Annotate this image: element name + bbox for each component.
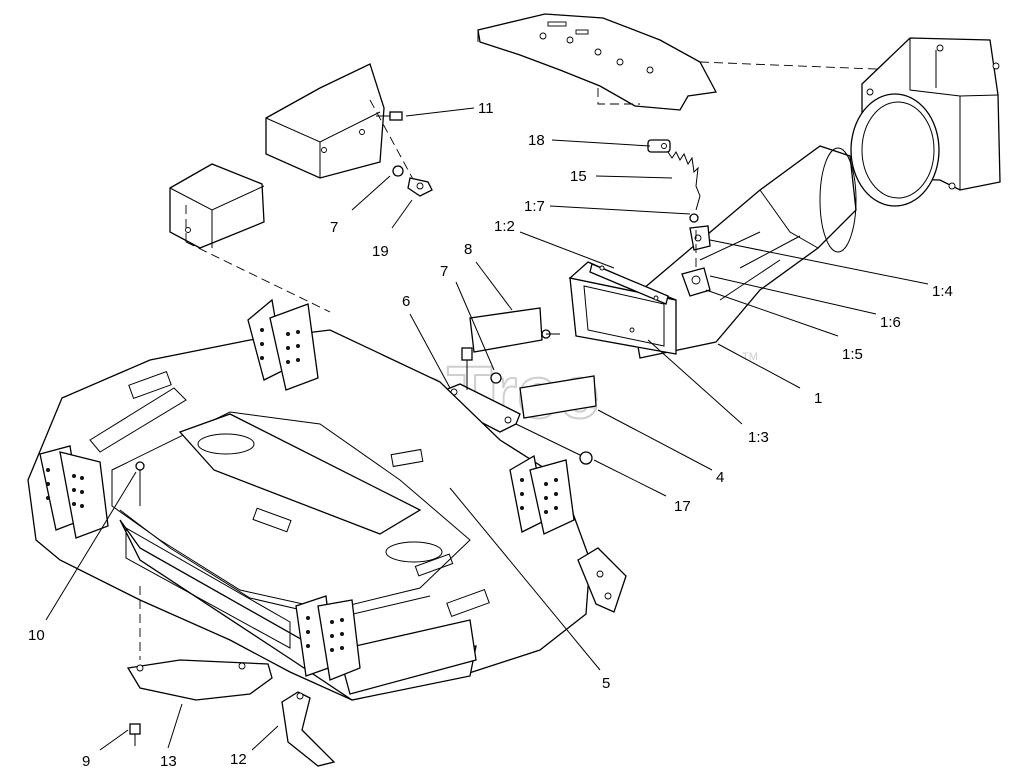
belt-cover (265, 63, 385, 179)
callout-7-mid: 7 (440, 263, 448, 280)
callout-6: 6 (402, 293, 410, 310)
flap-12 (281, 691, 336, 767)
right-front-mount (295, 595, 361, 681)
callout-1-7: 1:7 (524, 198, 545, 215)
bolt-9 (129, 723, 141, 746)
left-rear-mount (247, 298, 319, 391)
latch-bracket (681, 225, 711, 297)
callout-1-3: 1:3 (748, 429, 769, 446)
watermark-tm: TM (742, 351, 758, 363)
callout-17: 17 (674, 498, 691, 515)
bracket-4 (519, 375, 597, 419)
callout-1-5: 1:5 (842, 346, 863, 363)
knob-19 (407, 177, 433, 197)
callout-1-6: 1:6 (880, 314, 901, 331)
callout-15: 15 (570, 168, 587, 185)
callout-1-4: 1:4 (932, 283, 953, 300)
callout-13: 13 (160, 753, 177, 770)
callout-18: 18 (528, 132, 545, 149)
callout-1-2: 1:2 (494, 218, 515, 235)
blower-tube (568, 145, 857, 359)
callout-8: 8 (464, 241, 472, 258)
bracket-8 (469, 307, 560, 353)
nut-7-top (392, 165, 404, 177)
left-front-mount (39, 445, 109, 539)
callout-11: 11 (478, 100, 494, 117)
top-plate (477, 13, 718, 111)
callout-12: 12 (230, 751, 247, 768)
callouts: 11 7 19 18 15 1:7 1:2 8 7 6 1:4 1:6 1:5 … (28, 100, 953, 770)
callout-10: 10 (28, 627, 45, 644)
tube-bracket (589, 263, 669, 305)
right-rear-mount (509, 454, 575, 535)
bolt-17 (515, 423, 593, 465)
callout-7-top: 7 (330, 219, 338, 236)
callout-1: 1 (814, 390, 822, 407)
leader-lines (45, 107, 929, 751)
nut-7-mid (490, 372, 502, 384)
right-side-bracket (577, 547, 627, 613)
bolt-11 (376, 111, 403, 121)
callout-9: 9 (82, 753, 90, 770)
spring (647, 139, 701, 223)
callout-5: 5 (602, 675, 610, 692)
bolt-10 (135, 461, 145, 506)
callout-4: 4 (716, 469, 724, 486)
mower-deck (27, 329, 591, 701)
baffle-13 (126, 659, 273, 701)
discharge-housing (850, 37, 1001, 207)
callout-19: 19 (372, 243, 389, 260)
lower-belt-cover (169, 163, 265, 249)
